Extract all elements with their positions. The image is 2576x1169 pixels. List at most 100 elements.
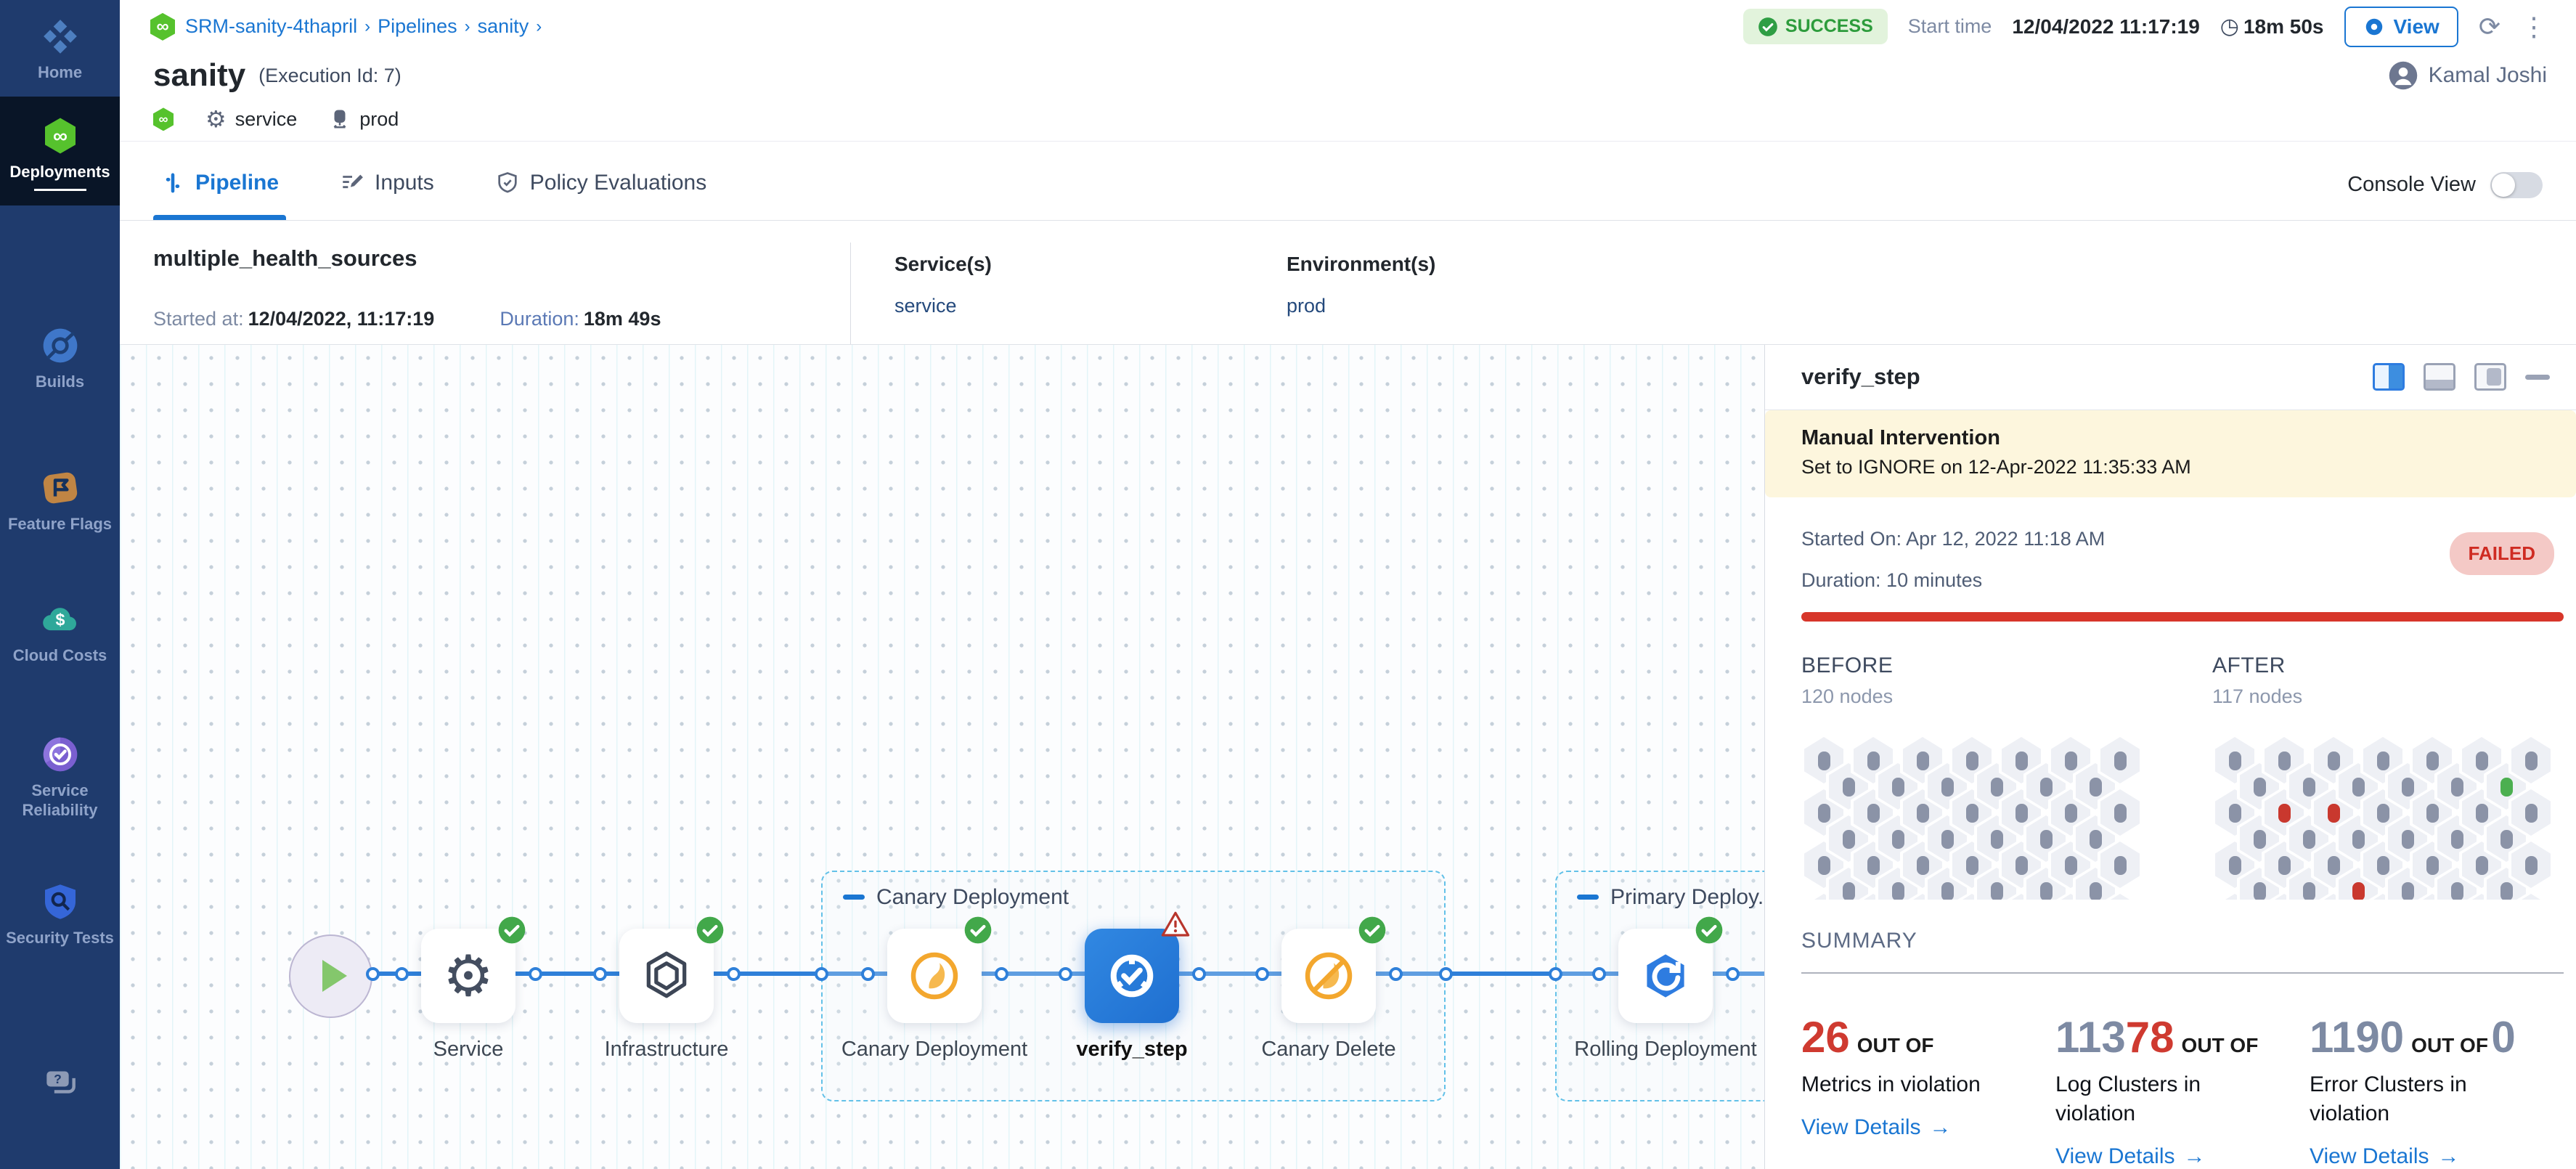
breadcrumb-link[interactable]: SRM-sanity-4thapril [185, 15, 357, 38]
sidebar-item-service-reliability[interactable]: Service Reliability [0, 734, 120, 820]
collapse-icon[interactable] [843, 895, 865, 900]
connector-dot [529, 967, 542, 981]
sidebar-item-label: Home [38, 62, 82, 82]
rolling-icon [1639, 949, 1692, 1003]
kebab-menu-icon[interactable]: ⋮ [2521, 14, 2547, 40]
title-row: sanity (Execution Id: 7) Kamal Joshi [120, 54, 2576, 98]
stat-label: Log Clusters in violation [2055, 1070, 2273, 1128]
duration-value: 18m 49s [584, 308, 661, 330]
service-reliability-icon [40, 734, 81, 775]
user-name: Kamal Joshi [2429, 63, 2547, 88]
before-node-hexgrid [1801, 734, 2143, 900]
success-badge-icon [497, 916, 526, 945]
summary-stat: 1190OUT OF 0Error Clusters in violationV… [2310, 1014, 2527, 1169]
user-chip[interactable]: Kamal Joshi [2388, 60, 2547, 91]
minimize-panel-button[interactable] [2525, 375, 2550, 380]
avatar-icon [2388, 60, 2418, 91]
environments-value[interactable]: prod [1287, 295, 1679, 317]
sidebar-item-cloud-costs[interactable]: $Cloud Costs [0, 599, 120, 665]
sidebar-item-home[interactable]: Home [0, 16, 120, 82]
pipeline-node-label: verify_step [1038, 1035, 1226, 1064]
tab-inputs[interactable]: Inputs [333, 171, 441, 220]
tags-row: ∞ ⚙ service prod [120, 97, 2576, 142]
layout-bottom-view-button[interactable] [2424, 363, 2455, 391]
deployments-icon: ∞ [40, 115, 81, 156]
policy-icon [495, 171, 520, 195]
console-view-toggle[interactable] [2490, 172, 2543, 198]
sidebar-item-label: Feature Flags [8, 514, 112, 534]
topbar-meta: SUCCESS Start time 12/04/2022 11:17:19 ◷… [1743, 7, 2547, 47]
verify-icon [1105, 949, 1159, 1003]
status-badge: SUCCESS [1743, 9, 1888, 44]
home-icon [40, 16, 81, 57]
layout-float-view-button[interactable] [2474, 363, 2506, 391]
tab-policy-evaluations[interactable]: Policy Evaluations [488, 171, 714, 220]
connector-dot [1059, 967, 1072, 981]
manual-intervention-banner: Manual Intervention Set to IGNORE on 12-… [1765, 410, 2576, 497]
arrow-right-icon: → [2438, 1144, 2460, 1169]
view-details-link[interactable]: View Details→ [2055, 1144, 2273, 1169]
canary-icon [908, 949, 961, 1003]
failed-badge: FAILED [2450, 532, 2554, 575]
sidebar-item-feature-flags[interactable]: Feature Flags [0, 468, 120, 534]
service-tag[interactable]: ⚙ service [205, 105, 297, 133]
pipeline-node-label: Canary Deployment [840, 1035, 1029, 1064]
run-info-row: multiple_health_sources Started at:12/04… [120, 221, 2576, 345]
pipeline-node-verify_step[interactable] [1085, 929, 1179, 1023]
connector-dot [727, 967, 741, 981]
environment-icon [329, 108, 351, 130]
failed-progress-bar [1801, 612, 2564, 622]
sidebar-item-security-tests[interactable]: Security Tests [0, 881, 120, 948]
layout-split-view-button[interactable] [2373, 363, 2405, 391]
status-badge-label: SUCCESS [1785, 16, 1873, 37]
chevron-right-icon: › [364, 17, 370, 37]
tab-label: Policy Evaluations [530, 171, 706, 195]
environments-label: Environment(s) [1287, 253, 1679, 276]
sidebar-item-label: Service Reliability [0, 781, 120, 820]
tabs-row: PipelineInputsPolicy Evaluations Console… [120, 142, 2576, 221]
refresh-icon[interactable]: ⟳ [2479, 14, 2500, 40]
collapse-icon[interactable] [1577, 895, 1599, 900]
environment-tag-label: prod [359, 108, 399, 131]
stat-value: 26OUT OF [1801, 1014, 2019, 1060]
chevron-right-icon: › [536, 17, 542, 37]
connector-dot [593, 967, 607, 981]
pipeline-node-label: Rolling Deployment [1571, 1035, 1760, 1064]
pipeline-start-node [289, 934, 372, 1018]
pipeline-icon [160, 171, 185, 195]
connector-dot [1255, 967, 1269, 981]
breadcrumb-link[interactable]: Pipelines [378, 15, 457, 38]
services-value[interactable]: service [894, 295, 1287, 317]
play-icon [322, 960, 347, 992]
sidebar-item-label: Builds [36, 372, 84, 391]
tab-label: Pipeline [195, 171, 279, 195]
content-area: Canary Deployment Primary Deploy... ⚙ Servi… [120, 345, 2576, 1169]
sidebar-item-chat[interactable]: ? [0, 1064, 120, 1104]
connector-dot [861, 967, 875, 981]
sidebar-item-builds[interactable]: Builds [0, 325, 120, 391]
breadcrumb-link[interactable]: sanity [478, 15, 529, 38]
success-badge-icon [696, 916, 725, 945]
view-button[interactable]: View [2344, 7, 2458, 47]
breadcrumb[interactable]: SRM-sanity-4thapril›Pipelines›sanity› [185, 15, 542, 38]
connector-dot [1726, 967, 1740, 981]
environment-tag[interactable]: prod [329, 108, 399, 131]
sidebar-item-deployments[interactable]: ∞Deployments [0, 97, 120, 205]
view-details-link[interactable]: View Details→ [2310, 1144, 2527, 1169]
summary-stat: 26OUT OFMetrics in violationView Details… [1801, 1014, 2019, 1169]
pipeline-node-label: Service [374, 1035, 563, 1064]
connector-dot [815, 967, 828, 981]
start-time-label: Start time [1908, 15, 1992, 38]
gear-icon: ⚙ [443, 948, 494, 1004]
stage-group-label[interactable]: Primary Deploy... [1577, 885, 1764, 910]
stage-group-label[interactable]: Canary Deployment [843, 885, 1069, 910]
tab-pipeline[interactable]: Pipeline [153, 171, 286, 220]
security-tests-icon [40, 881, 81, 922]
pipeline-canvas[interactable]: Canary Deployment Primary Deploy... ⚙ Servi… [120, 345, 1764, 1169]
tabs: Pipeline Inputs Policy Evaluations [153, 171, 760, 220]
main-area: ∞ SRM-sanity-4thapril›Pipelines›sanity› … [120, 0, 2576, 1169]
top-bar: ∞ SRM-sanity-4thapril›Pipelines›sanity› … [120, 0, 2576, 54]
view-details-link[interactable]: View Details→ [1801, 1115, 2019, 1140]
chat-icon: ? [40, 1064, 81, 1104]
success-badge-icon [1358, 916, 1387, 945]
